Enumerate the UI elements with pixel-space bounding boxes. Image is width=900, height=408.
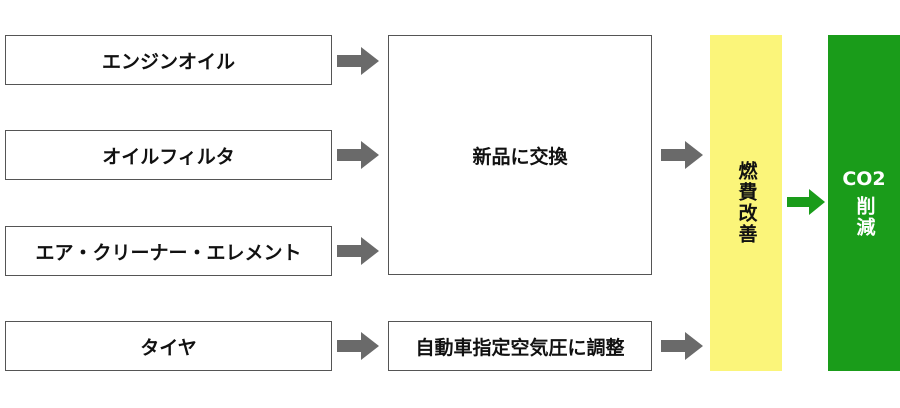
input-label: オイルフィルタ bbox=[102, 145, 235, 168]
adjust-box: 自動車指定空気圧に調整 bbox=[388, 321, 652, 371]
arrow-right-icon bbox=[337, 237, 379, 265]
arrow-right-icon bbox=[337, 332, 379, 360]
fuel-improvement-box: 燃費改善 bbox=[710, 35, 782, 371]
arrow-right-icon bbox=[337, 141, 379, 169]
co2-reduction-box: CO2 削減 bbox=[828, 35, 900, 371]
reduction-label: 削減 bbox=[853, 196, 876, 239]
arrow-right-icon bbox=[661, 332, 703, 360]
replace-box: 新品に交換 bbox=[388, 35, 652, 275]
input-label: エア・クリーナー・エレメント bbox=[35, 241, 302, 264]
input-box-engine-oil: エンジンオイル bbox=[5, 35, 332, 85]
replace-label: 新品に交換 bbox=[472, 145, 568, 168]
co2-label: CO2 bbox=[842, 167, 886, 190]
input-label: タイヤ bbox=[140, 336, 197, 359]
adjust-label: 自動車指定空気圧に調整 bbox=[415, 336, 625, 359]
arrow-right-icon bbox=[661, 141, 703, 169]
input-label: エンジンオイル bbox=[101, 50, 235, 73]
fuel-label: 燃費改善 bbox=[735, 161, 758, 245]
green-arrow-right-icon bbox=[787, 189, 825, 215]
input-box-oil-filter: オイルフィルタ bbox=[5, 130, 332, 180]
input-box-tire: タイヤ bbox=[5, 321, 332, 371]
input-box-air-cleaner: エア・クリーナー・エレメント bbox=[5, 226, 332, 276]
arrow-right-icon bbox=[337, 47, 379, 75]
